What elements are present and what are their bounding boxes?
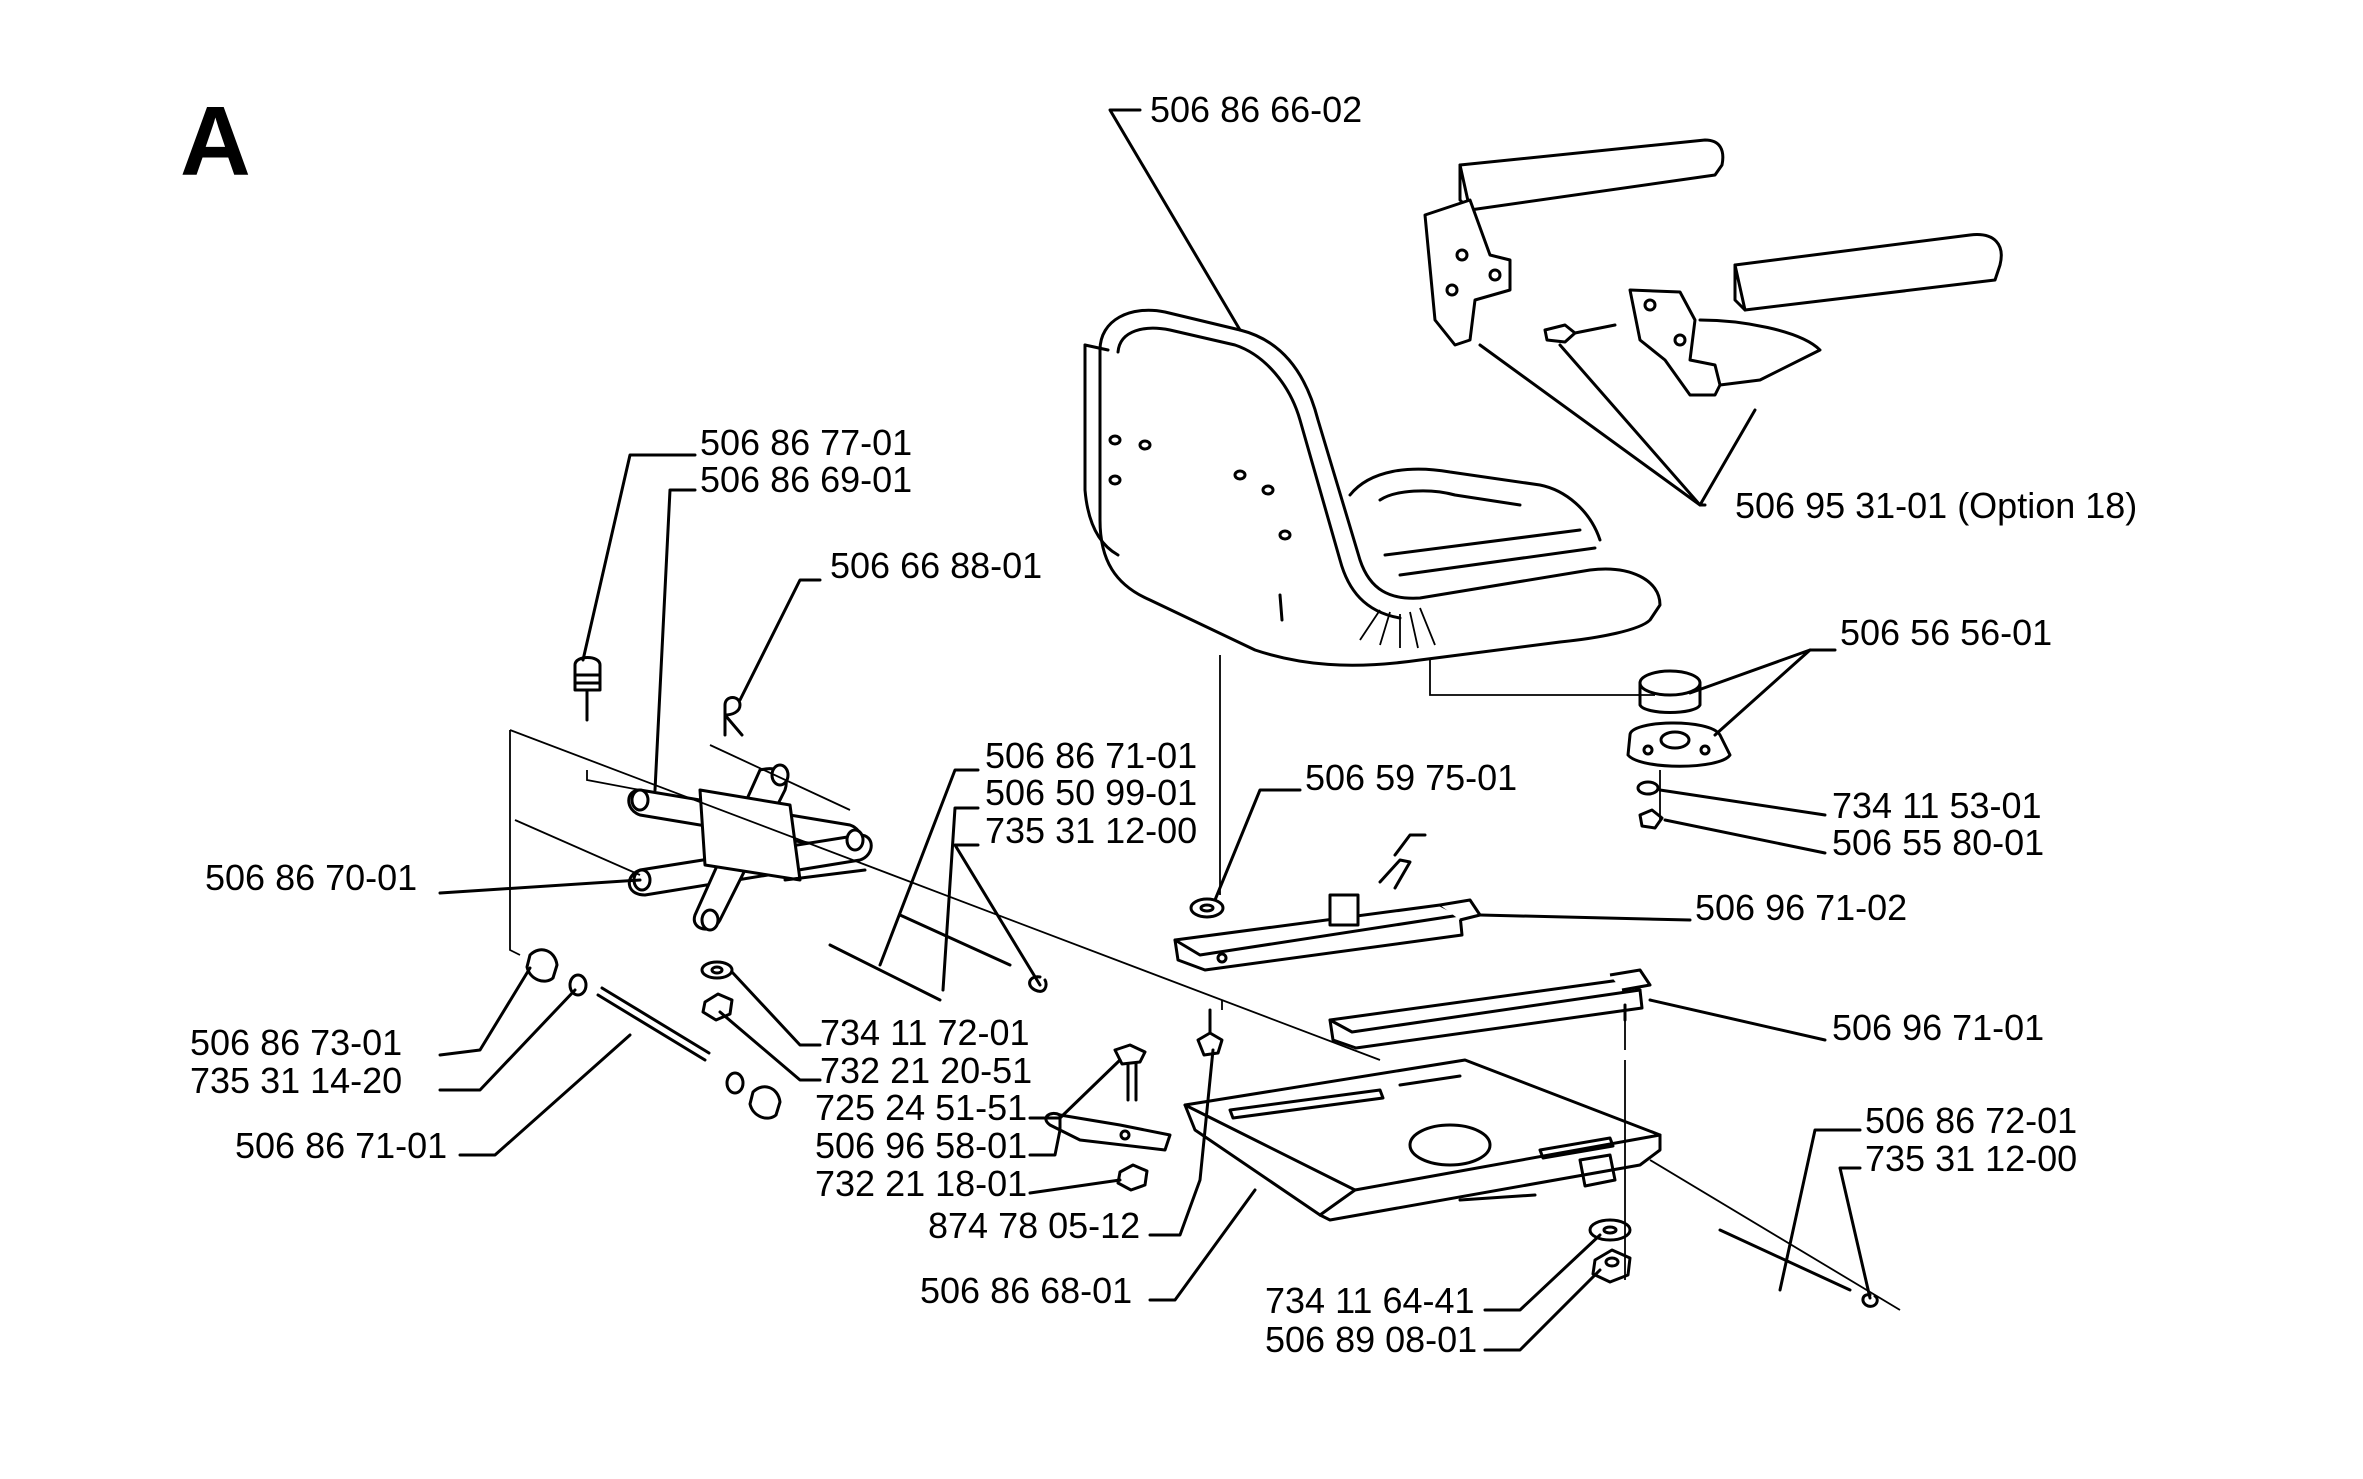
- label-732-21-18-01: 732 21 18-01: [815, 1163, 1027, 1204]
- washer-734-11-72: [700, 960, 734, 980]
- label-734-11-53-01: 734 11 53-01: [1832, 785, 2042, 826]
- label-506-96-58-01: 506 96 58-01: [815, 1125, 1027, 1166]
- knob-screw: [573, 656, 602, 722]
- label-506-59-75-01: 506 59 75-01: [1305, 757, 1517, 798]
- pin-lower: [898, 913, 1012, 967]
- label-506-89-08-01: 506 89 08-01: [1265, 1319, 1477, 1360]
- label-506-86-66-02: 506 86 66-02: [1150, 89, 1362, 130]
- pin-upper: [828, 943, 942, 1002]
- seat-shell: [1083, 308, 1662, 667]
- label-506-86-77-01: 506 86 77-01: [700, 422, 912, 463]
- label-506-95-31-01: 506 95 31-01 (Option 18): [1735, 485, 2137, 526]
- label-506-55-80-01: 506 55 80-01: [1832, 822, 2044, 863]
- seat-rail-upper: [1173, 833, 1482, 972]
- label-506-86-68-01: 506 86 68-01: [920, 1270, 1132, 1311]
- bolt-725-24-51: [1113, 1043, 1147, 1102]
- label-735-31-14-20: 735 31 14-20: [190, 1060, 402, 1101]
- label-506-66-88-01: 506 66 88-01: [830, 545, 1042, 586]
- label-506-86-71-01-b: 506 86 71-01: [235, 1125, 447, 1166]
- label-506-96-71-02: 506 96 71-02: [1695, 887, 1907, 928]
- label-506-86-73-01: 506 86 73-01: [190, 1022, 402, 1063]
- label-734-11-72-01: 734 11 72-01: [820, 1012, 1030, 1053]
- label-735-31-12-00-b: 735 31 12-00: [1865, 1138, 2077, 1179]
- pin-506-86-72: [1718, 1228, 1852, 1292]
- bolt-874-78-05: [1196, 1008, 1224, 1057]
- seat-rail-lower: [1328, 968, 1652, 1050]
- label-732-21-20-51: 732 21 20-51: [820, 1050, 1032, 1091]
- alignment-lines: [509, 655, 1901, 1311]
- r-clip: [723, 696, 744, 737]
- rubber-buffer: [1626, 669, 1732, 768]
- leader-lines: [438, 108, 1872, 1352]
- armrest-left: [1423, 138, 1725, 347]
- label-506-56-56-01: 506 56 56-01: [1840, 612, 2052, 653]
- rail-washer-506-59-75: [1189, 897, 1225, 919]
- nut-732-21-20: [701, 992, 734, 1022]
- nut-732-21-18: [1116, 1163, 1149, 1192]
- label-874-78-05-12: 874 78 05-12: [928, 1205, 1140, 1246]
- base-plate: [1183, 1058, 1662, 1222]
- label-735-31-12-00-a: 735 31 12-00: [985, 810, 1197, 851]
- bracket-506-96-58: [1044, 1111, 1172, 1152]
- circlip-735-31-12: [1028, 975, 1048, 993]
- section-letter: A: [180, 86, 251, 196]
- label-506-50-99-01: 506 50 99-01: [985, 772, 1197, 813]
- part-labels: 506 86 66-02 506 95 31-01 (Option 18) 50…: [190, 89, 2137, 1360]
- label-506-86-70-01: 506 86 70-01: [205, 857, 417, 898]
- bolt-506-55-80: [1638, 808, 1664, 830]
- label-734-11-64-41: 734 11 64-41: [1265, 1280, 1475, 1321]
- circlip-right: [1861, 1293, 1879, 1308]
- armrest-right: [1543, 233, 2003, 397]
- label-506-86-69-01: 506 86 69-01: [700, 459, 912, 500]
- label-506-96-71-01: 506 96 71-01: [1832, 1007, 2044, 1048]
- lower-axle: [525, 948, 782, 1120]
- nut-734-11-53: [1636, 780, 1660, 796]
- label-506-86-71-01-a: 506 86 71-01: [985, 735, 1197, 776]
- label-725-24-51-51: 725 24 51-51: [815, 1087, 1027, 1128]
- nut-506-89-08: [1591, 1248, 1632, 1284]
- label-506-86-72-01: 506 86 72-01: [1865, 1100, 2077, 1141]
